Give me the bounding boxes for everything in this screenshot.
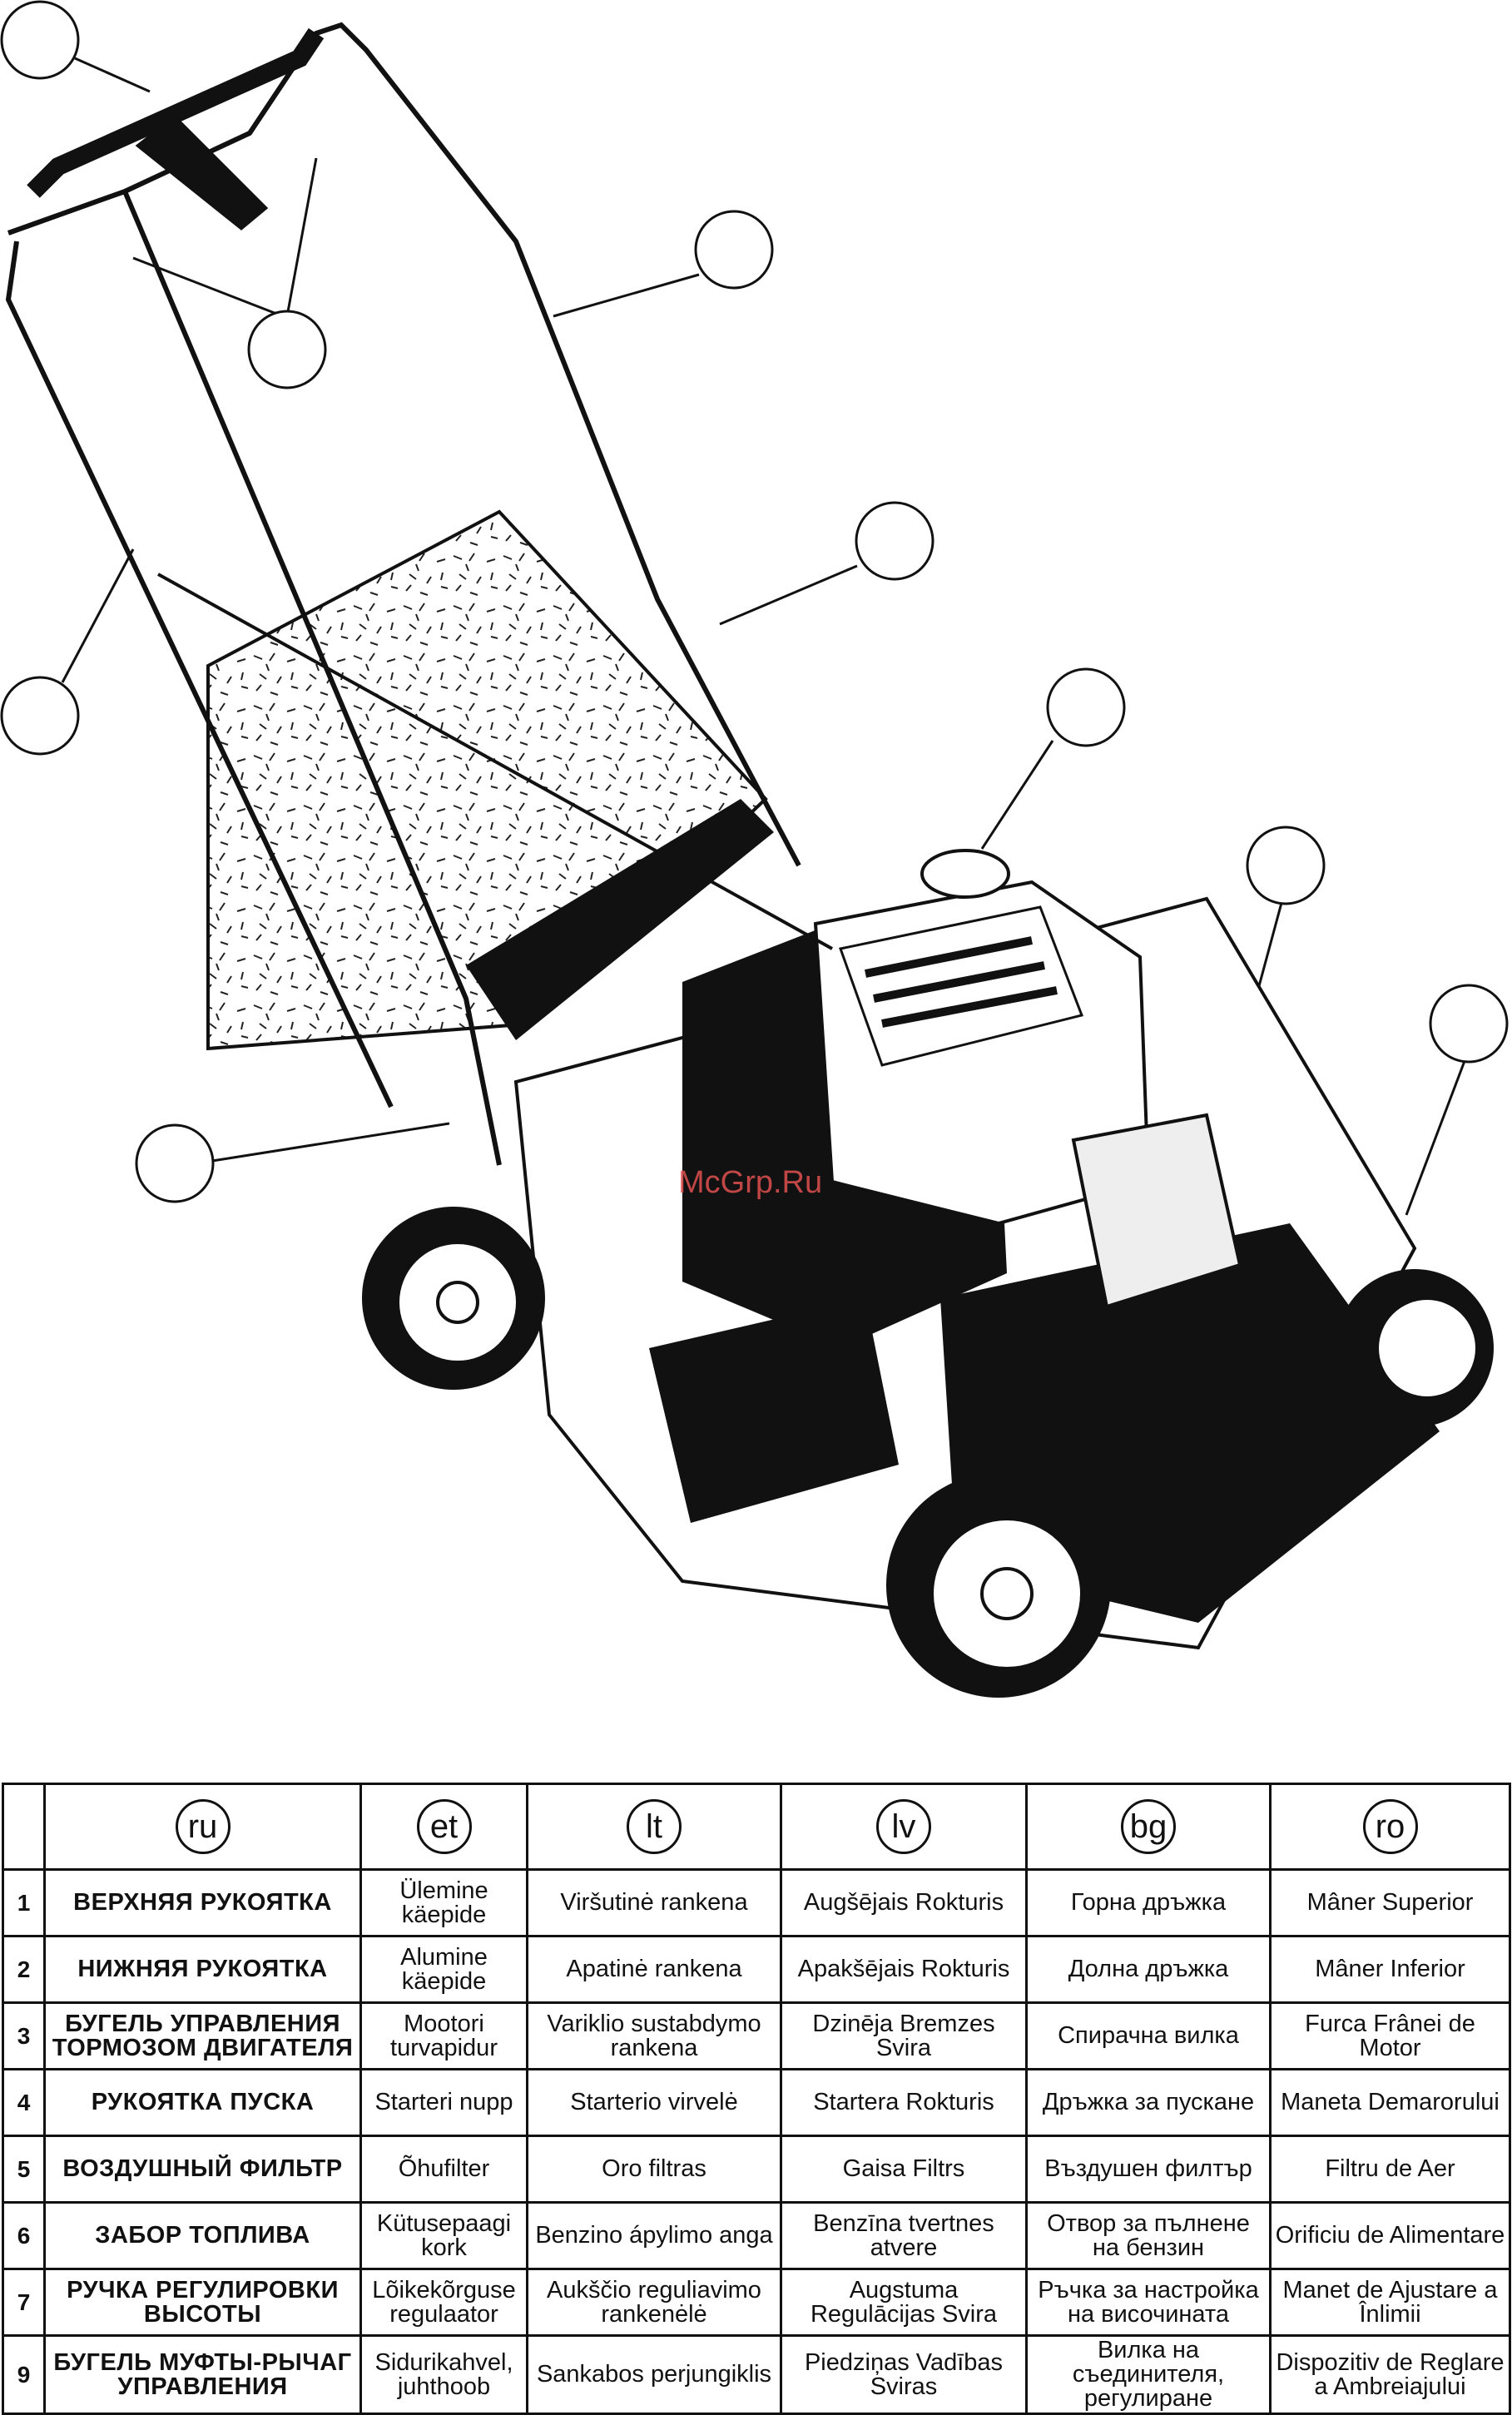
header-lang-cell: ro: [1269, 1783, 1511, 1871]
cell-ru: НИЖНЯЯ РУКОЯТКА: [43, 1935, 362, 2004]
callout-circle: [0, 0, 80, 80]
cell-bg: Вилка на съединителя, регулиране: [1025, 2334, 1272, 2415]
lang-badge: lv: [876, 1799, 931, 1854]
cell-lv: Piedziņas Vadības Sviras: [780, 2334, 1028, 2415]
cell-bg: Долна дръжка: [1025, 1935, 1272, 2004]
cell-et: Mootori turvapidur: [359, 2001, 528, 2070]
callout-circle: [1429, 984, 1509, 1064]
table-header-row: ru et lt lv bg ro: [2, 1783, 1511, 1871]
lang-badge: lt: [627, 1799, 682, 1854]
cell-lv: Gaisa Filtrs: [780, 2135, 1028, 2204]
callout-circle: [855, 501, 934, 581]
cell-ru: БУГЕЛЬ УПРАВЛЕНИЯ ТОРМОЗОМ ДВИГАТЕЛЯ: [43, 2001, 362, 2070]
grass-catcher: [206, 509, 774, 1051]
callout-circle: [135, 1123, 215, 1203]
lang-badge: et: [416, 1799, 472, 1854]
cell-num: 9: [2, 2334, 46, 2415]
cell-et: Alumine käepide: [359, 1935, 528, 2004]
cell-bg: Отвор за пълнене на бензин: [1025, 2201, 1272, 2270]
cell-et: Sidurikahvel, juhthoob: [359, 2334, 528, 2415]
cell-ro: Mâner Inferior: [1269, 1935, 1511, 2004]
cell-lt: Starterio virvelė: [526, 2068, 782, 2137]
header-num-cell: [2, 1783, 46, 1871]
cell-ru: ЗАБОР ТОПЛИВА: [43, 2201, 362, 2270]
cell-lv: Augstuma Regulācijas Svira: [780, 2268, 1028, 2337]
cell-lt: Viršutinė rankena: [526, 1868, 782, 1937]
cell-num: 5: [2, 2135, 46, 2204]
cell-num: 6: [2, 2201, 46, 2270]
header-lang-cell: bg: [1025, 1783, 1272, 1871]
cell-ru: ВОЗДУШНЫЙ ФИЛЬТР: [43, 2135, 362, 2204]
cell-lt: Oro filtras: [526, 2135, 782, 2204]
header-lang-cell: lv: [780, 1783, 1028, 1871]
lang-badge: ro: [1362, 1799, 1418, 1854]
cell-num: 3: [2, 2001, 46, 2070]
lang-badge: ru: [175, 1799, 231, 1854]
cell-lt: Benzino ápylimo anga: [526, 2201, 782, 2270]
header-lang-cell: et: [359, 1783, 528, 1871]
header-lang-cell: ru: [43, 1783, 362, 1871]
lang-badge: bg: [1121, 1799, 1176, 1854]
cell-et: Starteri nupp: [359, 2068, 528, 2137]
cell-lv: Benzīna tvertnes atvere: [780, 2201, 1028, 2270]
callout-circle: [1246, 826, 1326, 905]
cell-ro: Furca Frânei de Motor: [1269, 2001, 1511, 2070]
cell-num: 4: [2, 2068, 46, 2137]
cell-et: Lõikekõrguse regulaator: [359, 2268, 528, 2337]
cell-num: 1: [2, 1868, 46, 1937]
cell-bg: Дръжка за пускане: [1025, 2068, 1272, 2137]
handle: [5, 22, 833, 1166]
cell-ru: ВЕРХНЯЯ РУКОЯТКА: [43, 1868, 362, 1937]
engine: [649, 849, 1242, 1523]
cell-bg: Горна дръжка: [1025, 1868, 1272, 1937]
cell-bg: Ръчка за настройка на височината: [1025, 2268, 1272, 2337]
cell-ro: Dispozitiv de Reglare a Ambreiajului: [1269, 2334, 1511, 2415]
cell-num: 2: [2, 1935, 46, 2004]
cell-ro: Maneta Demarorului: [1269, 2068, 1511, 2137]
callout-circle: [694, 210, 774, 290]
cell-et: Kütusepaagi kork: [359, 2201, 528, 2270]
callout-circle: [247, 310, 327, 389]
cell-lv: Dzinēja Bremzes Svira: [780, 2001, 1028, 2070]
callout-circle: [0, 676, 80, 756]
wheels: [362, 1207, 1494, 1698]
cell-ro: Orificiu de Alimentare: [1269, 2201, 1511, 2270]
cell-lv: Apakšējais Rokturis: [780, 1935, 1028, 2004]
watermark: McGrp.Ru: [678, 1165, 823, 1200]
callout-circles: [0, 0, 1509, 1216]
cell-ro: Manet de Ajustare a Înlimii: [1269, 2268, 1511, 2337]
cell-lt: Apatinė rankena: [526, 1935, 782, 2004]
cell-ru: РУЧКА РЕГУЛИРОВКИ ВЫСОТЫ: [43, 2268, 362, 2337]
lawn-mower-illustration: [0, 0, 1509, 1698]
cell-bg: Въздушен филтър: [1025, 2135, 1272, 2204]
cell-lt: Sankabos perjungiklis: [526, 2334, 782, 2415]
cell-ro: Filtru de Aer: [1269, 2135, 1511, 2204]
cell-num: 7: [2, 2268, 46, 2337]
cell-et: Õhufilter: [359, 2135, 528, 2204]
cell-lt: Variklio sustabdymo rankena: [526, 2001, 782, 2070]
cell-bg: Спирачна вилка: [1025, 2001, 1272, 2070]
cell-lv: Startera Rokturis: [780, 2068, 1028, 2137]
cell-lv: Augšējais Rokturis: [780, 1868, 1028, 1937]
cell-lt: Aukščio reguliavimo rankenėlė: [526, 2268, 782, 2337]
cell-ro: Mâner Superior: [1269, 1868, 1511, 1937]
cell-ru: РУКОЯТКА ПУСКА: [43, 2068, 362, 2137]
cell-ru: БУГЕЛЬ МУФТЫ-РЫЧАГ УПРАВЛЕНИЯ: [43, 2334, 362, 2415]
header-lang-cell: lt: [526, 1783, 782, 1871]
cell-et: Ülemine käepide: [359, 1868, 528, 1937]
callout-circle: [1046, 667, 1126, 747]
